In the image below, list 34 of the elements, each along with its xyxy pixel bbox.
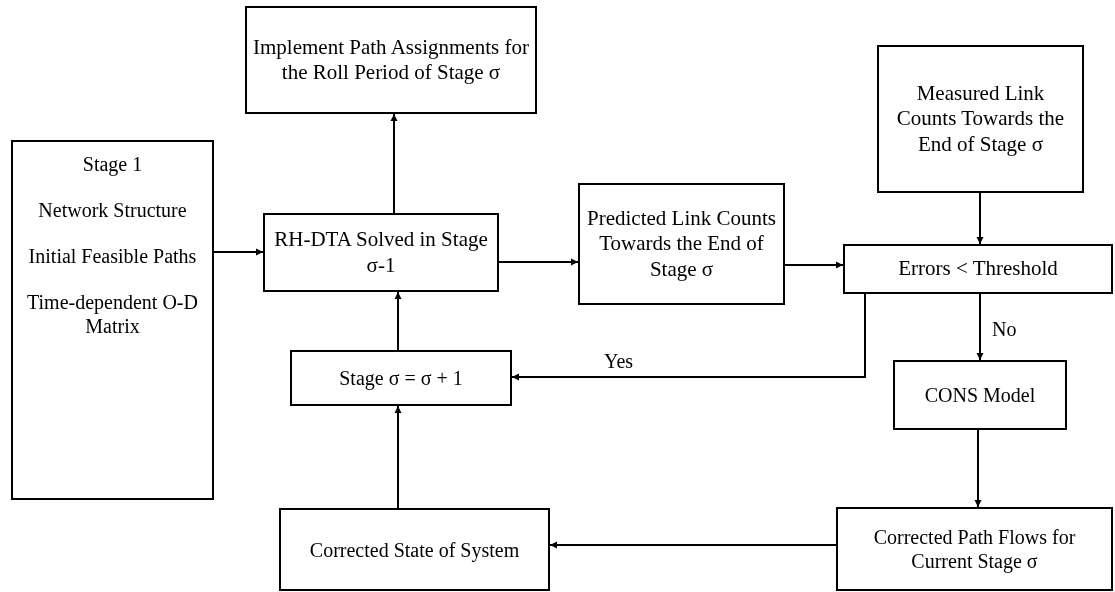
process-box bbox=[877, 45, 1084, 193]
arrow bbox=[784, 261, 844, 269]
process-box bbox=[843, 244, 1113, 294]
arrow bbox=[498, 258, 579, 266]
box-text: Implement Path Assignments for the Roll Period of Stage σ bbox=[253, 34, 529, 86]
box-text: Errors < Threshold bbox=[898, 256, 1058, 282]
box-text: Stage 1 bbox=[82, 152, 143, 176]
box-text: Stage σ = σ + 1 bbox=[339, 366, 463, 390]
arrow bbox=[390, 113, 398, 214]
box-text: Corrected Path Flows for Current Stage σ bbox=[872, 525, 1077, 573]
box-text: Predicted Link Counts Towards the End of Stage σ bbox=[586, 206, 777, 282]
arrow bbox=[976, 192, 984, 245]
process-box bbox=[11, 140, 214, 500]
process-box bbox=[290, 350, 512, 406]
process-box bbox=[893, 360, 1067, 430]
process-box bbox=[578, 183, 785, 305]
box-text: CONS Model bbox=[924, 383, 1036, 407]
arrow bbox=[394, 291, 402, 351]
box-text: RH-DTA Solved in Stage σ-1 bbox=[273, 227, 489, 278]
arrow bbox=[976, 293, 984, 361]
box-text: Initial Feasible Paths bbox=[28, 244, 197, 268]
arrow bbox=[511, 293, 866, 381]
box-text: Measured Link Counts Towards the End of Stage σ bbox=[895, 81, 1066, 157]
arrow bbox=[549, 541, 837, 549]
process-box bbox=[279, 508, 550, 591]
box-text: Network Structure bbox=[38, 198, 187, 222]
arrow bbox=[394, 405, 402, 509]
process-box bbox=[836, 507, 1113, 591]
box-text: Corrected State of System bbox=[309, 537, 520, 562]
box-text: Time-dependent O-D Matrix bbox=[26, 290, 199, 338]
arrow bbox=[213, 248, 264, 256]
arrow bbox=[974, 429, 982, 508]
process-box bbox=[245, 6, 537, 114]
process-box bbox=[263, 213, 499, 292]
